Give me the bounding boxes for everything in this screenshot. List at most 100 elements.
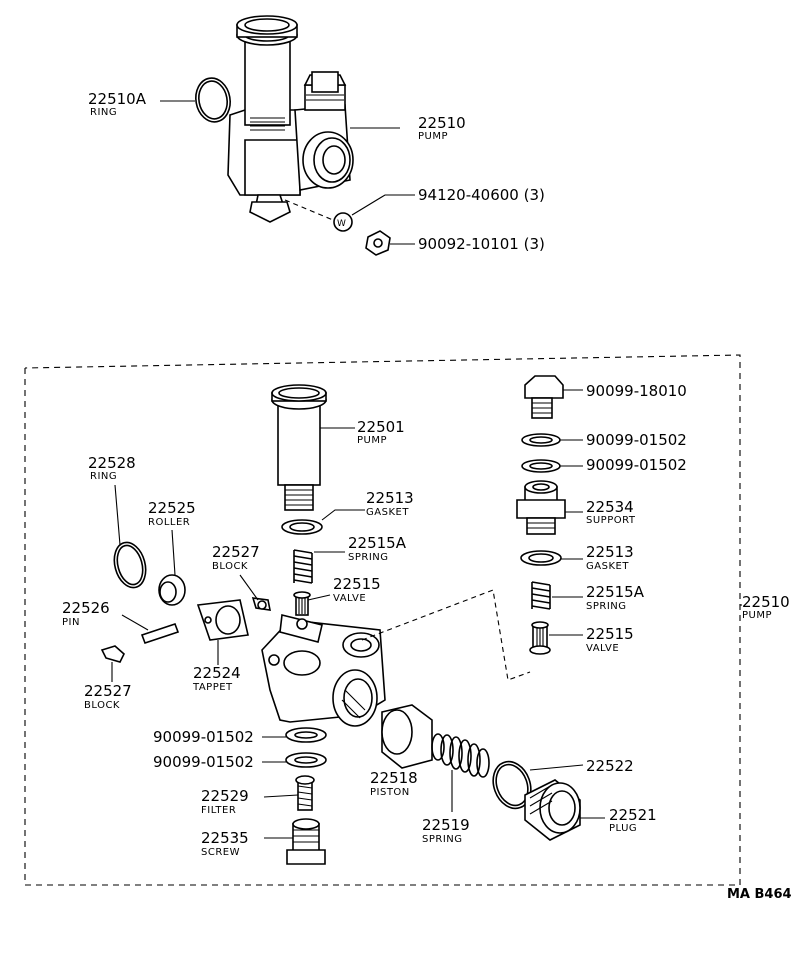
callout-90099-01502-c: 90099-01502: [153, 728, 254, 746]
callout-22518: 22518 PISTON: [370, 769, 418, 798]
svg-text:ROLLER: ROLLER: [148, 517, 190, 528]
part-22526-pin: [140, 622, 180, 645]
part-22528-ring: [113, 541, 147, 589]
part-90099-18010-bolt: [524, 375, 564, 419]
callout-22513-right: 22513 GASKET: [586, 543, 634, 572]
svg-text:22527: 22527: [84, 682, 132, 700]
svg-text:94120-40600 (3): 94120-40600 (3): [418, 186, 545, 204]
dashed-connection: [361, 589, 531, 681]
svg-text:GASKET: GASKET: [366, 507, 409, 518]
detail-frame: [24, 354, 741, 886]
callout-22519: 22519 SPRING: [422, 816, 470, 845]
part-22521-plug: [524, 779, 581, 841]
pump-assembly-drawing: W: [195, 15, 391, 256]
callout-22522: 22522: [586, 757, 634, 775]
svg-text:PUMP: PUMP: [357, 435, 387, 446]
svg-text:22535: 22535: [201, 829, 249, 847]
svg-text:22527: 22527: [212, 543, 260, 561]
svg-text:PUMP: PUMP: [418, 131, 448, 142]
svg-text:PLUG: PLUG: [609, 823, 637, 834]
svg-text:RING: RING: [90, 107, 117, 118]
callout-22527-top: 22527 BLOCK: [212, 543, 260, 572]
callout-22526: 22526 PIN: [62, 599, 110, 628]
svg-text:BLOCK: BLOCK: [212, 561, 248, 572]
part-22513-gasket-right: [520, 550, 562, 566]
callout-22501: 22501 PUMP: [357, 418, 405, 446]
svg-text:PISTON: PISTON: [370, 787, 410, 798]
svg-text:SUPPORT: SUPPORT: [586, 515, 636, 526]
part-22527-block-bottom: [100, 645, 125, 663]
callout-22524: 22524 TAPPET: [192, 664, 241, 693]
callout-90092-10101: 90092-10101 (3): [418, 235, 545, 253]
part-22515-valve-right: [529, 621, 551, 655]
part-22522-ring: [492, 760, 532, 810]
part-90099-01502-d: [285, 752, 327, 768]
svg-text:22526: 22526: [62, 599, 110, 617]
svg-text:90099-01502: 90099-01502: [153, 753, 254, 771]
callout-90099-01502-a: 90099-01502: [586, 431, 687, 449]
svg-text:90099-18010: 90099-18010: [586, 382, 687, 400]
part-22529-filter: [295, 775, 315, 811]
part-90099-01502-b: [521, 459, 561, 473]
svg-text:22534: 22534: [586, 498, 634, 516]
callout-22515-left: 22515 VALVE: [333, 575, 381, 604]
svg-text:22529: 22529: [201, 787, 249, 805]
svg-text:22521: 22521: [609, 806, 657, 824]
part-22501-pump: [271, 384, 327, 511]
callout-22521: 22521 PLUG: [609, 806, 657, 834]
svg-text:22519: 22519: [422, 816, 470, 834]
diagram-reference: MA B464: [727, 887, 792, 902]
part-90099-01502-c: [285, 727, 327, 743]
callout-90099-18010: 90099-18010: [586, 382, 687, 400]
part-22525-roller: [158, 574, 186, 606]
svg-text:22510: 22510: [742, 593, 790, 611]
callout-22515A-left: 22515A SPRING: [348, 534, 407, 563]
part-22535-screw: [286, 818, 326, 865]
callout-22513-left: 22513 GASKET: [366, 489, 414, 518]
svg-text:SPRING: SPRING: [348, 552, 389, 563]
leader-lines: [111, 100, 742, 839]
svg-text:22515A: 22515A: [348, 534, 407, 552]
callout-22525: 22525 ROLLER: [148, 499, 196, 528]
svg-text:22528: 22528: [88, 454, 136, 472]
svg-text:SPRING: SPRING: [422, 834, 463, 845]
callout-22535: 22535 SCREW: [201, 829, 249, 858]
svg-text:22510A: 22510A: [88, 90, 147, 108]
svg-text:RING: RING: [90, 471, 117, 482]
part-22527-block-top: [251, 597, 272, 611]
svg-text:90099-01502: 90099-01502: [153, 728, 254, 746]
callout-22534: 22534 SUPPORT: [586, 498, 636, 526]
svg-text:PUMP: PUMP: [742, 610, 772, 621]
callout-22527-bottom: 22527 BLOCK: [84, 682, 132, 711]
svg-text:90099-01502: 90099-01502: [586, 431, 687, 449]
svg-text:SPRING: SPRING: [586, 601, 627, 612]
callout-90099-01502-d: 90099-01502: [153, 753, 254, 771]
svg-text:W: W: [337, 219, 346, 229]
callout-22510-pump-side: 22510 PUMP: [742, 593, 790, 621]
part-22515-valve-left: [293, 591, 311, 616]
svg-text:GASKET: GASKET: [586, 561, 629, 572]
svg-text:VALVE: VALVE: [333, 593, 366, 604]
svg-text:22510: 22510: [418, 114, 466, 132]
callout-22510-pump-top: 22510 PUMP: [418, 114, 466, 142]
callout-22515A-right: 22515A SPRING: [586, 583, 645, 612]
svg-text:PIN: PIN: [62, 617, 80, 628]
callout-22529: 22529 FILTER: [201, 787, 249, 816]
svg-text:VALVE: VALVE: [586, 643, 619, 654]
callout-22515-right: 22515 VALVE: [586, 625, 634, 654]
callout-22510A-ring: 22510A RING: [88, 90, 147, 118]
part-22513-gasket-left: [281, 519, 323, 535]
svg-text:22524: 22524: [193, 664, 241, 682]
svg-text:BLOCK: BLOCK: [84, 700, 120, 711]
svg-text:22501: 22501: [357, 418, 405, 436]
callout-22528: 22528 RING: [88, 454, 136, 482]
svg-text:22525: 22525: [148, 499, 196, 517]
part-22515A-spring-right: [531, 581, 551, 610]
svg-text:90092-10101 (3): 90092-10101 (3): [418, 235, 545, 253]
part-pump-body: [261, 614, 386, 727]
svg-text:22515: 22515: [586, 625, 634, 643]
svg-text:FILTER: FILTER: [201, 805, 236, 816]
svg-text:TAPPET: TAPPET: [192, 682, 233, 693]
part-90099-01502-a: [521, 433, 561, 447]
